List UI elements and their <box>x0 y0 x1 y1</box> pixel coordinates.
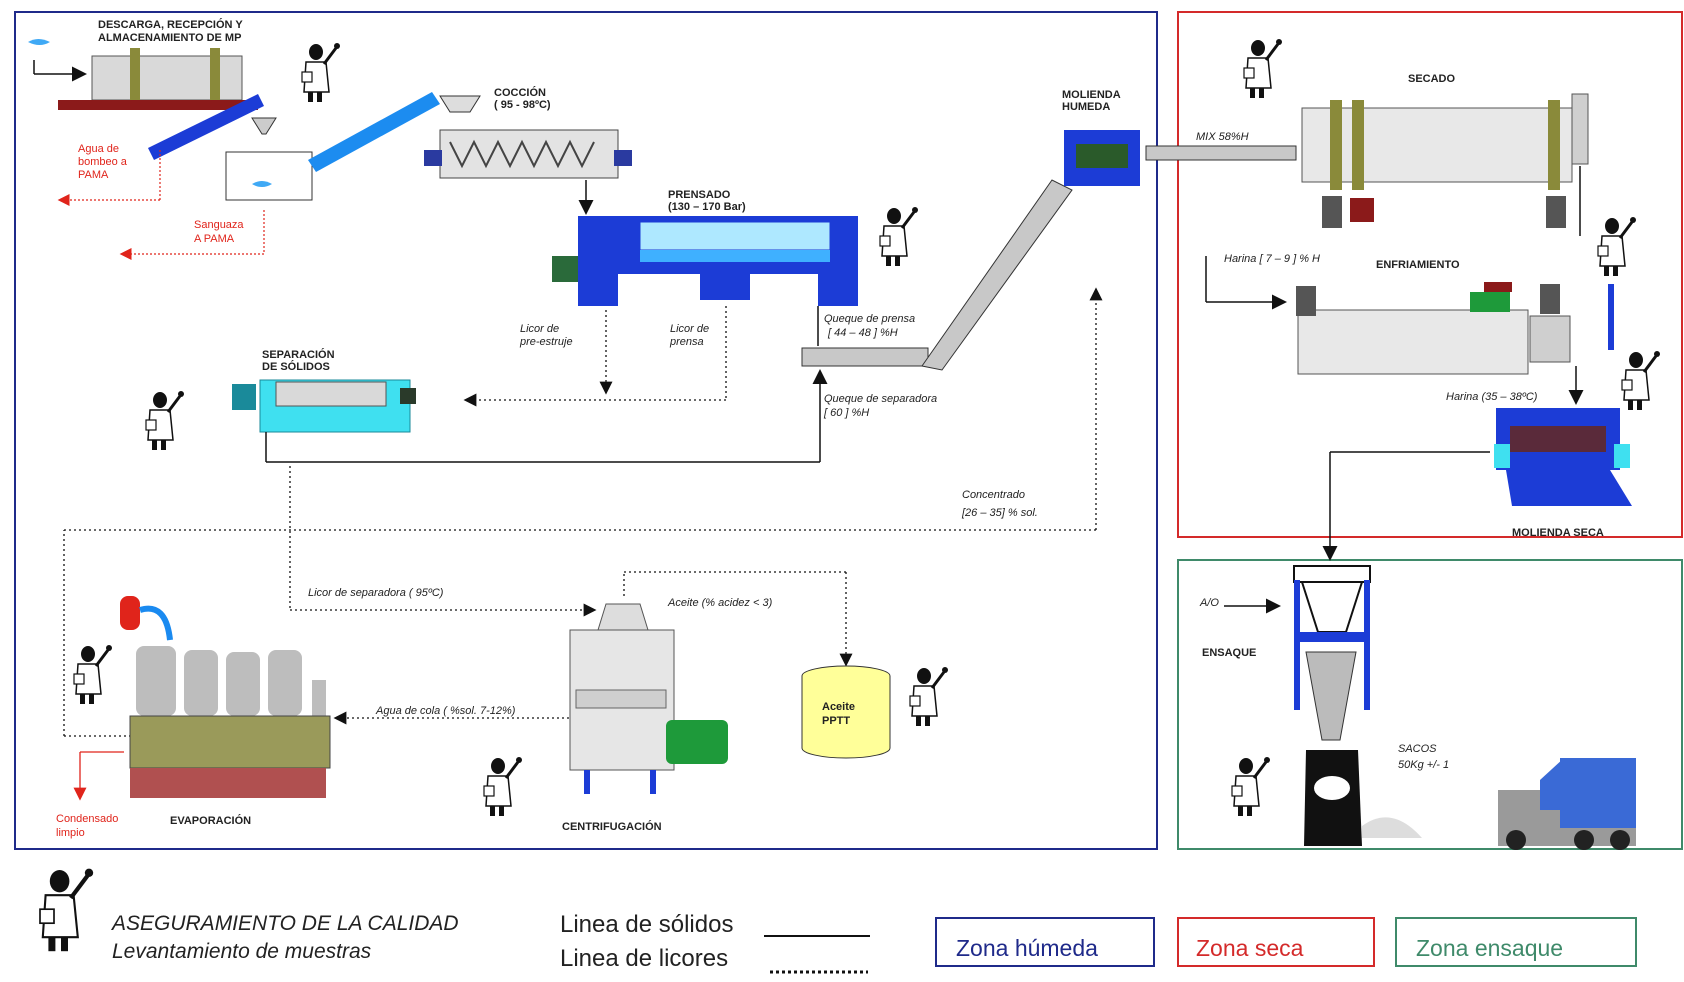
prensado-equipment <box>552 216 858 306</box>
label-centrifugacion: CENTRIFUGACIÓN <box>562 820 662 833</box>
centrifugacion-equipment <box>570 604 728 794</box>
legend-qa-title: ASEGURAMIENTO DE LA CALIDAD <box>110 912 459 935</box>
qa-sampler-icon <box>1232 757 1270 816</box>
annot-ao: A/O <box>1199 597 1219 609</box>
legend-solidos-label: Linea de sólidos <box>560 911 733 938</box>
label-prensado-pres: (130 – 170 Bar) <box>668 201 746 213</box>
annot-licor-prensa-1: Licor de <box>670 323 709 335</box>
label-ensaque: ENSAQUE <box>1202 647 1256 659</box>
evaporacion-equipment <box>80 596 330 798</box>
legend-zona-ensaque: Zona ensaque <box>1416 935 1563 961</box>
annot-sacos-2: 50Kg +/- 1 <box>1398 759 1449 771</box>
annot-agua-bombeo-2: bombeo a <box>78 156 128 168</box>
enfriamiento-equipment <box>1206 256 1614 402</box>
legend-zona-seca: Zona seca <box>1196 935 1304 961</box>
annot-agua-bombeo-3: PAMA <box>78 169 109 181</box>
licor-lines <box>466 306 726 400</box>
annot-queque-sep-2: [ 60 ] %H <box>823 407 869 419</box>
label-coccion: COCCIÓN <box>494 86 546 99</box>
truck-icon <box>1498 758 1636 850</box>
separacion-equipment <box>232 372 820 462</box>
qa-sampler-icon <box>74 645 112 704</box>
annot-harina-7-9: Harina [ 7 – 9 ] % H <box>1224 253 1320 265</box>
annot-aceite-tank-1: Aceite <box>822 701 855 713</box>
qa-sampler-icon <box>146 391 184 450</box>
label-separacion-2: DE SÓLIDOS <box>262 360 330 373</box>
qa-sampler-icon <box>1244 39 1282 98</box>
coccion-equipment <box>424 130 632 212</box>
annot-queque-prensa-1: Queque de prensa <box>824 313 915 325</box>
legend-licores-label: Linea de licores <box>560 945 728 972</box>
annot-concentrado-2: [26 – 35] % sol. <box>961 507 1038 519</box>
label-molienda-seca: MOLIENDA SECA <box>1512 527 1604 539</box>
label-separacion: SEPARACIÓN <box>262 348 335 361</box>
annot-sanguaza-1: Sanguaza <box>194 219 244 231</box>
label-enfriamiento: ENFRIAMIENTO <box>1376 259 1460 271</box>
legend-qa-subtitle: Levantamiento de muestras <box>112 940 372 963</box>
annot-concentrado-1: Concentrado <box>962 489 1025 501</box>
annot-queque-sep-1: Queque de separadora <box>824 393 937 405</box>
annot-queque-prensa-2: [ 44 – 48 ] %H <box>827 327 898 339</box>
label-molienda-humeda-2: HUMEDA <box>1062 101 1110 113</box>
annot-aceite: Aceite (% acidez < 3) <box>667 597 773 609</box>
label-descarga: DESCARGA, RECEPCIÓN Y <box>98 18 243 31</box>
qa-sampler-icon <box>302 43 340 102</box>
annot-aceite-tank-2: PPTT <box>822 715 850 727</box>
annot-harina-temp: Harina (35 – 38ºC) <box>1446 391 1538 403</box>
annot-licor-prensa-2: prensa <box>669 336 704 348</box>
annot-sanguaza-2: A PAMA <box>194 233 235 245</box>
label-coccion-temp: ( 95 - 98ºC) <box>494 99 551 111</box>
label-secado: SECADO <box>1408 73 1456 85</box>
annot-licor-pre-2: pre-estruje <box>519 336 573 348</box>
annot-sacos-1: SACOS <box>1398 743 1437 755</box>
label-evaporacion: EVAPORACIÓN <box>170 814 251 827</box>
annot-licor-separadora: Licor de separadora ( 95ºC) <box>308 587 444 599</box>
secado-equipment <box>1302 94 1588 236</box>
label-descarga-2: ALMACENAMIENTO DE MP <box>98 32 241 44</box>
legend-zona-humeda: Zona húmeda <box>956 935 1098 961</box>
qa-sampler-icon <box>1622 351 1660 410</box>
legend-qa-icon <box>40 869 93 952</box>
qa-sampler-icon <box>484 757 522 816</box>
annot-condensado-2: limpio <box>56 827 85 839</box>
qa-sampler-icon <box>910 667 948 726</box>
label-molienda-humeda: MOLIENDA <box>1062 89 1121 101</box>
qa-sampler-icon <box>880 207 918 266</box>
label-prensado: PRENSADO <box>668 189 731 201</box>
qa-sampler-icon <box>1598 217 1636 276</box>
annot-mix: MIX 58%H <box>1196 131 1249 143</box>
annot-licor-pre-1: Licor de <box>520 323 559 335</box>
annot-condensado-1: Condensado <box>56 813 118 825</box>
annot-agua-cola: Agua de cola ( %sol. 7-12%) <box>375 705 516 717</box>
annot-agua-bombeo-1: Agua de <box>78 143 119 155</box>
